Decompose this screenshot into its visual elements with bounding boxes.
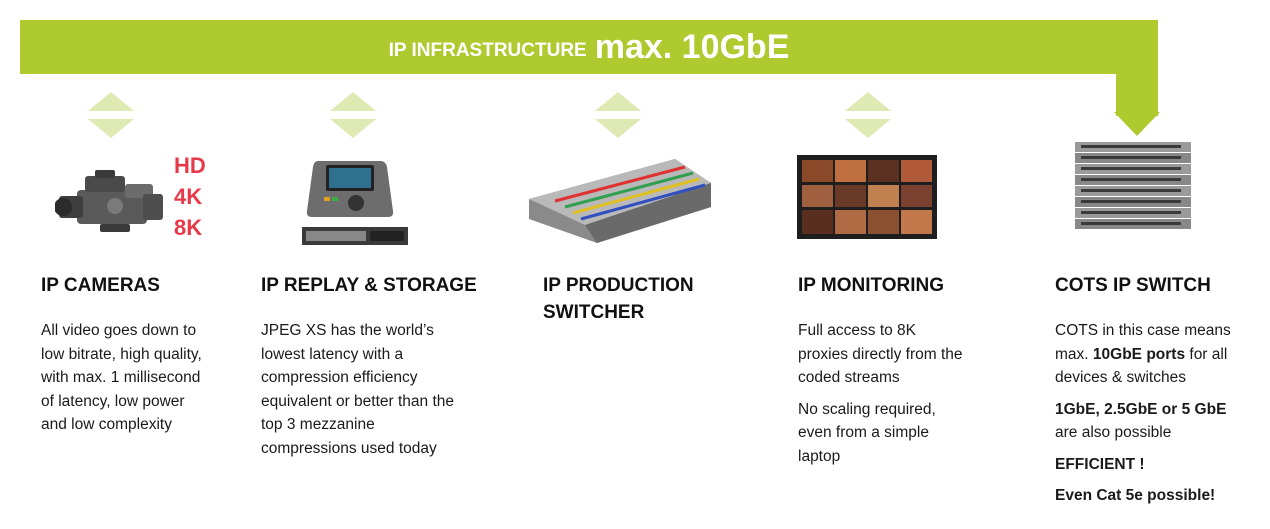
- bidirectional-arrow-icon: [88, 92, 134, 138]
- text-line: laptop: [798, 447, 841, 465]
- text-line: JPEG XS has the world’s: [261, 322, 434, 339]
- text-fragment: for all: [1185, 345, 1228, 363]
- column-ip-monitoring: IP MONITORING Full access to 8K proxies …: [798, 272, 1018, 465]
- text-line: Full access to 8K: [798, 322, 917, 339]
- text-line: low bitrate, high quality,: [41, 345, 202, 363]
- text-line: devices & switches: [1055, 369, 1186, 386]
- column-title: IP CAMERAS: [41, 275, 160, 296]
- bidirectional-arrow-icon: [595, 92, 641, 138]
- resolution-8k: 8K: [174, 215, 203, 240]
- column-title-line: SWITCHER: [543, 302, 645, 323]
- text-line: with max. 1 millisecond: [41, 369, 201, 386]
- text-fragment: max.: [1055, 345, 1093, 363]
- bidirectional-arrow-icon: [845, 92, 891, 138]
- column-cots-ip-switch: COTS IP SWITCH COTS in this case means m…: [1055, 272, 1267, 504]
- production-switcher-icon: [529, 159, 711, 243]
- banner-title: IP INFRASTRUCTURE max. 10GbE: [20, 20, 1158, 74]
- column-ip-cameras: IP CAMERAS All video goes down to low bi…: [41, 272, 241, 433]
- text-line: COTS in this case means: [1055, 322, 1231, 339]
- text-line: coded streams: [798, 369, 900, 386]
- cat5e-callout: Even Cat 5e possible!: [1055, 487, 1216, 504]
- column-ip-replay-storage: IP REPLAY & STORAGE JPEG XS has the worl…: [261, 272, 511, 457]
- text-line: are also possible: [1055, 424, 1172, 441]
- efficient-callout: EFFICIENT !: [1055, 455, 1145, 473]
- text-line: No scaling required,: [798, 400, 936, 418]
- text-line: and low complexity: [41, 416, 172, 433]
- banner-drop-connector: [1116, 20, 1158, 116]
- banner-highlight: max. 10GbE: [594, 27, 790, 66]
- column-title-line: IP PRODUCTION: [543, 275, 694, 296]
- text-line: All video goes down to: [41, 322, 197, 339]
- text-line: of latency, low power: [41, 392, 185, 410]
- text-line: top 3 mezzanine: [261, 416, 375, 433]
- bold-speeds: 1GbE, 2.5GbE or 5 GbE: [1055, 400, 1227, 418]
- text-line: lowest latency with a: [261, 345, 404, 363]
- column-title: IP REPLAY & STORAGE: [261, 275, 477, 296]
- video-camera-icon: [55, 170, 163, 232]
- multiview-monitor-icon: [797, 155, 937, 239]
- banner-prefix: IP INFRASTRUCTURE: [388, 40, 587, 61]
- text-line: proxies directly from the: [798, 345, 963, 363]
- column-title: IP MONITORING: [798, 275, 945, 296]
- bidirectional-arrow-icon: [330, 92, 376, 138]
- camera-resolutions: HD 4K 8K: [174, 150, 206, 243]
- text-line: even from a simple: [798, 424, 929, 441]
- resolution-hd: HD: [174, 153, 206, 178]
- ip-infrastructure-banner: [20, 20, 1158, 74]
- text-line: equivalent or better than the: [261, 392, 455, 410]
- network-switch-stack-icon: [1075, 142, 1191, 229]
- text-line: compression efficiency: [261, 369, 418, 386]
- bold-ports: 10GbE ports: [1092, 345, 1186, 363]
- banner-down-arrow-icon: [1114, 112, 1160, 136]
- resolution-4k: 4K: [174, 184, 203, 209]
- text-line: max. 10GbE ports for all: [1055, 343, 1231, 367]
- replay-controller-icon: [302, 161, 408, 245]
- text-line: 1GbE, 2.5GbE or 5 GbE: [1055, 398, 1231, 422]
- text-line: compressions used today: [261, 439, 437, 457]
- column-ip-production-switcher: IP PRODUCTION SWITCHER: [543, 272, 763, 326]
- column-title: COTS IP SWITCH: [1055, 275, 1211, 296]
